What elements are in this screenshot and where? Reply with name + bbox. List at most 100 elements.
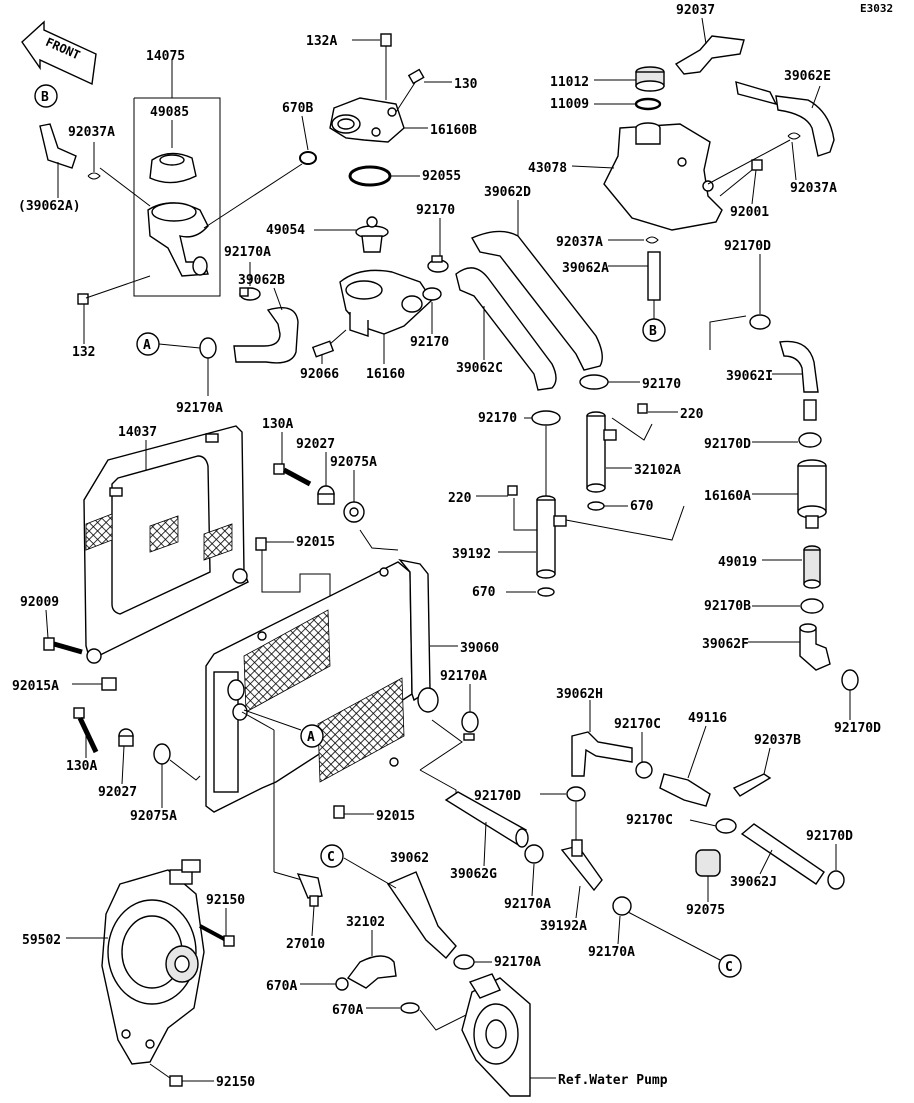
label-92170A-3: 92170A	[440, 669, 487, 684]
clip-92015-1-icon	[255, 537, 267, 551]
label-92170-2: 92170	[410, 335, 449, 350]
ref-water-pump-label: Ref.Water Pump	[558, 1073, 668, 1088]
clamp-92170C-1-icon	[635, 761, 653, 779]
label-92015-2: 92015	[376, 809, 415, 824]
collar-92027-2-icon	[118, 728, 134, 747]
clamp-92170A-3-icon	[461, 711, 479, 741]
clamp-92170D-3-icon	[841, 669, 859, 691]
band-92037B-icon	[732, 773, 772, 797]
label-59502: 59502	[22, 933, 61, 948]
label-92037: 92037	[676, 3, 715, 18]
clip-92015-2-icon	[333, 805, 345, 819]
o-ring-670-2-icon	[537, 587, 555, 597]
hose-39062J-icon	[740, 823, 825, 885]
label-92170A-6: 92170A	[494, 955, 541, 970]
circle-ref-c-2: C	[718, 954, 742, 978]
filter-16160A-icon	[797, 459, 827, 529]
label-39062H: 39062H	[556, 687, 603, 702]
label-92170C-2: 92170C	[626, 813, 673, 828]
grommet-92075A-1-icon	[343, 501, 365, 523]
label-14037: 14037	[118, 425, 157, 440]
label-92170D-5: 92170D	[806, 829, 853, 844]
water-pump-ref-icon	[461, 973, 531, 1097]
label-92170C-1: 92170C	[614, 717, 661, 732]
label-92027-2: 92027	[98, 785, 137, 800]
label-92001: 92001	[730, 205, 769, 220]
label-670-2: 670	[472, 585, 496, 600]
radiator-39060-icon	[205, 558, 439, 813]
label-49054: 49054	[266, 223, 305, 238]
sensor-92066-icon	[311, 329, 347, 358]
label-92037B: 92037B	[754, 733, 801, 748]
label-92170A-4: 92170A	[504, 897, 551, 912]
clamp-92170C-2-icon	[715, 818, 737, 834]
grommet-92075A-2-icon	[153, 743, 171, 765]
thermostat-housing-16160-icon	[339, 269, 433, 337]
pipe-39192-icon	[536, 495, 567, 579]
label-16160: 16160	[366, 367, 405, 382]
clamp-92170D-1-icon	[749, 314, 771, 330]
label-39062D: 39062D	[484, 185, 531, 200]
label-39062A-paren: (39062A)	[18, 199, 81, 214]
label-49019: 49019	[718, 555, 757, 570]
clamp-92170-d-icon	[531, 410, 561, 426]
label-92015A: 92015A	[12, 679, 59, 694]
circle-ref-c-1: C	[320, 844, 344, 868]
label-92150-1: 92150	[206, 893, 245, 908]
circle-ref-a-2-label: A	[307, 730, 315, 745]
label-39192A: 39192A	[540, 919, 587, 934]
label-92170-4: 92170	[478, 411, 517, 426]
label-92170A-5: 92170A	[588, 945, 635, 960]
label-39062C: 39062C	[456, 361, 503, 376]
label-92170-1: 92170	[416, 203, 455, 218]
label-92170A-2: 92170A	[176, 401, 223, 416]
label-39062J: 39062J	[730, 875, 777, 890]
radiator-cap-49085-icon	[149, 152, 197, 184]
label-92055: 92055	[422, 169, 461, 184]
label-49085: 49085	[150, 105, 189, 120]
label-92015-1: 92015	[296, 535, 335, 550]
hose-39062E-icon	[735, 81, 835, 157]
label-220-1: 220	[680, 407, 704, 422]
label-92170A-1: 92170A	[224, 245, 271, 260]
label-92037A-3: 92037A	[556, 235, 603, 250]
label-39062B: 39062B	[238, 273, 285, 288]
label-670-1: 670	[630, 499, 654, 514]
label-92170D-2: 92170D	[704, 437, 751, 452]
label-39060: 39060	[460, 641, 499, 656]
bolt-220-2-icon	[507, 485, 518, 496]
label-132A: 132A	[306, 34, 337, 49]
label-92027-1: 92027	[296, 437, 335, 452]
clamp-92170B-icon	[800, 598, 824, 614]
bolt-130A-2-icon	[73, 707, 99, 754]
label-39062I: 39062I	[726, 369, 773, 384]
fan-59502-icon	[101, 859, 205, 1065]
circle-ref-b-2-label: B	[649, 324, 657, 339]
hose-39062I-icon	[779, 340, 819, 421]
label-11009: 11009	[550, 97, 589, 112]
clip-92015A-icon	[101, 677, 117, 691]
clip-92037A-2-icon	[787, 132, 801, 140]
label-92170-3: 92170	[642, 377, 681, 392]
radiator-shroud-14037-icon	[83, 425, 249, 664]
bracket-92037-icon	[674, 35, 745, 75]
clip-92037A-3-icon	[645, 236, 659, 244]
label-92037A-2: 92037A	[790, 181, 837, 196]
clamp-92170A-6-icon	[453, 954, 475, 970]
bolt-220-1-icon	[637, 403, 648, 414]
label-92075A-2: 92075A	[130, 809, 177, 824]
hose-39062A-icon	[647, 251, 661, 301]
clamp-92170-c-icon	[579, 374, 609, 390]
label-670A-1: 670A	[266, 979, 297, 994]
circle-ref-b-2: B	[642, 318, 666, 342]
label-92170B: 92170B	[704, 599, 751, 614]
filler-neck-icon	[147, 202, 209, 277]
clamp-92170D-5-icon	[827, 870, 845, 890]
clamp-92170A-4-icon	[524, 844, 544, 864]
label-39062A: 39062A	[562, 261, 609, 276]
label-16160B: 16160B	[430, 123, 477, 138]
label-92170D-4: 92170D	[474, 789, 521, 804]
label-49116: 49116	[688, 711, 727, 726]
circle-ref-a-2: A	[300, 724, 324, 748]
